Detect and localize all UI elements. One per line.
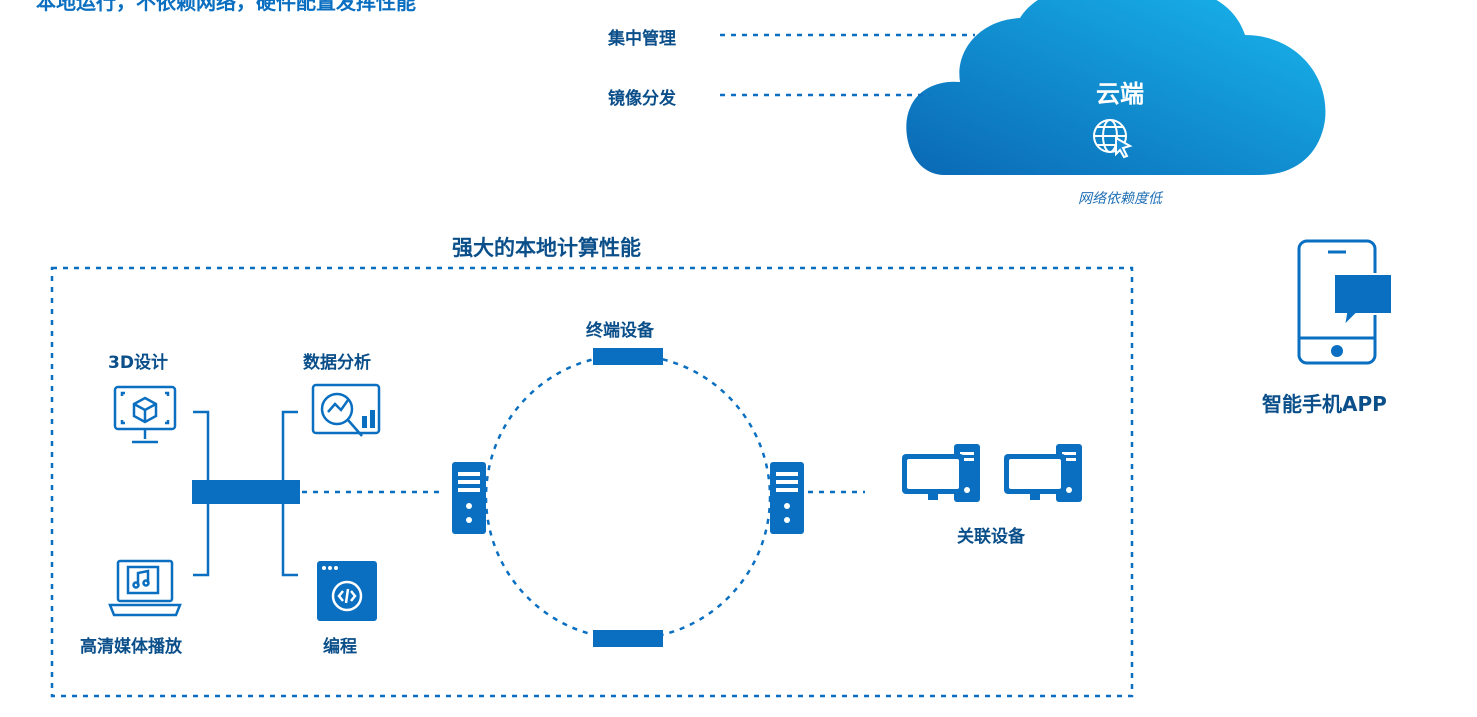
- related-pc-2-icon: [1004, 444, 1082, 502]
- cloud-shape: [906, 0, 1326, 175]
- programming-gear-icon: [317, 561, 377, 621]
- cloud-title: 云端: [1096, 80, 1144, 108]
- smartphone-chat-icon: [1297, 239, 1393, 365]
- media-laptop-icon: [108, 559, 182, 617]
- data-analysis-icon: [311, 383, 381, 437]
- 3d-design-monitor-icon: [113, 385, 177, 444]
- server-left-icon: [452, 462, 486, 534]
- related-pc-1-icon: [902, 444, 980, 502]
- centralized-management-label: 集中管理: [608, 29, 676, 49]
- cloud-note: 网络依赖度低: [1078, 191, 1162, 207]
- cloud-connectors: [720, 33, 975, 97]
- design-3d-label: 3D设计: [108, 353, 168, 373]
- globe-cursor-icon: [1093, 119, 1133, 159]
- top-note: 本地运行，不依赖网络，硬件配置发挥性能: [36, 0, 416, 14]
- image-distribution-label: 镜像分发: [608, 89, 676, 109]
- hd-media-label: 高清媒体播放: [80, 637, 182, 657]
- data-analysis-label: 数据分析: [303, 353, 371, 373]
- programming-label: 编程: [323, 637, 357, 657]
- local-section-title: 强大的本地计算性能: [452, 236, 641, 260]
- server-right-icon: [770, 462, 804, 534]
- related-devices-label: 关联设备: [957, 527, 1025, 547]
- terminal-devices-label: 终端设备: [586, 321, 654, 341]
- phone-app-label: 智能手机APP: [1262, 392, 1387, 416]
